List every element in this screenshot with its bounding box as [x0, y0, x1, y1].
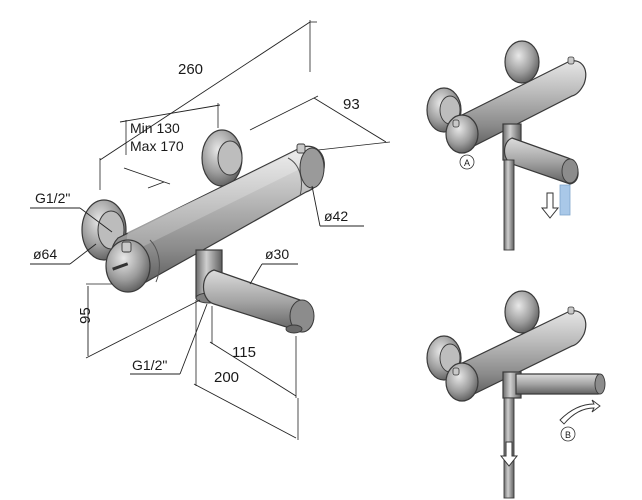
- dim-spout-projection: 115: [232, 344, 256, 361]
- view-b: B: [426, 290, 606, 499]
- label-rosette-diameter: ø64: [30, 243, 97, 265]
- svg-text:ø30: ø30: [265, 246, 289, 262]
- dim-depth: 93: [343, 96, 360, 113]
- dimension-centers: Min 130 Max 170: [119, 103, 221, 189]
- svg-text:G1/2": G1/2": [132, 357, 167, 373]
- label-inlet-thread-top: G1/2": [30, 190, 113, 233]
- dim-overall-width: 260: [178, 61, 203, 78]
- dim-spout-length: 200: [214, 369, 239, 386]
- label-outlet-thread: G1/2": [130, 303, 208, 375]
- spout: [195, 249, 315, 334]
- dimension-200: 200: [193, 300, 299, 440]
- view-b-marker: [560, 426, 576, 442]
- dimension-95: 95: [77, 283, 201, 359]
- svg-text:A: A: [464, 158, 470, 168]
- dim-height: 95: [77, 307, 94, 324]
- water-flow-icon: [559, 184, 571, 216]
- down-arrow-icon: [499, 441, 519, 467]
- dimension-115: 115: [209, 306, 297, 398]
- dimension-260: 260: [99, 20, 317, 190]
- main-view: 260 Min 130 Max 170 93: [30, 20, 391, 440]
- label-body-diameter: ø42: [311, 185, 364, 227]
- svg-text:ø42: ø42: [324, 208, 348, 224]
- label-spout-diameter: ø30: [249, 246, 298, 285]
- svg-text:G1/2": G1/2": [35, 190, 70, 206]
- svg-text:B: B: [565, 430, 571, 440]
- right-rosette: [201, 129, 243, 187]
- thermostat-body: [105, 143, 325, 293]
- view-a-marker: [459, 154, 475, 170]
- dim-max-centers: Max 170: [130, 138, 184, 154]
- dimension-93: 93: [249, 95, 391, 151]
- view-a: A: [426, 40, 587, 251]
- dim-min-centers: Min 130: [130, 120, 180, 136]
- rotate-arrow-icon: [559, 399, 601, 425]
- down-arrow-icon: [540, 192, 560, 219]
- svg-text:ø64: ø64: [33, 246, 57, 262]
